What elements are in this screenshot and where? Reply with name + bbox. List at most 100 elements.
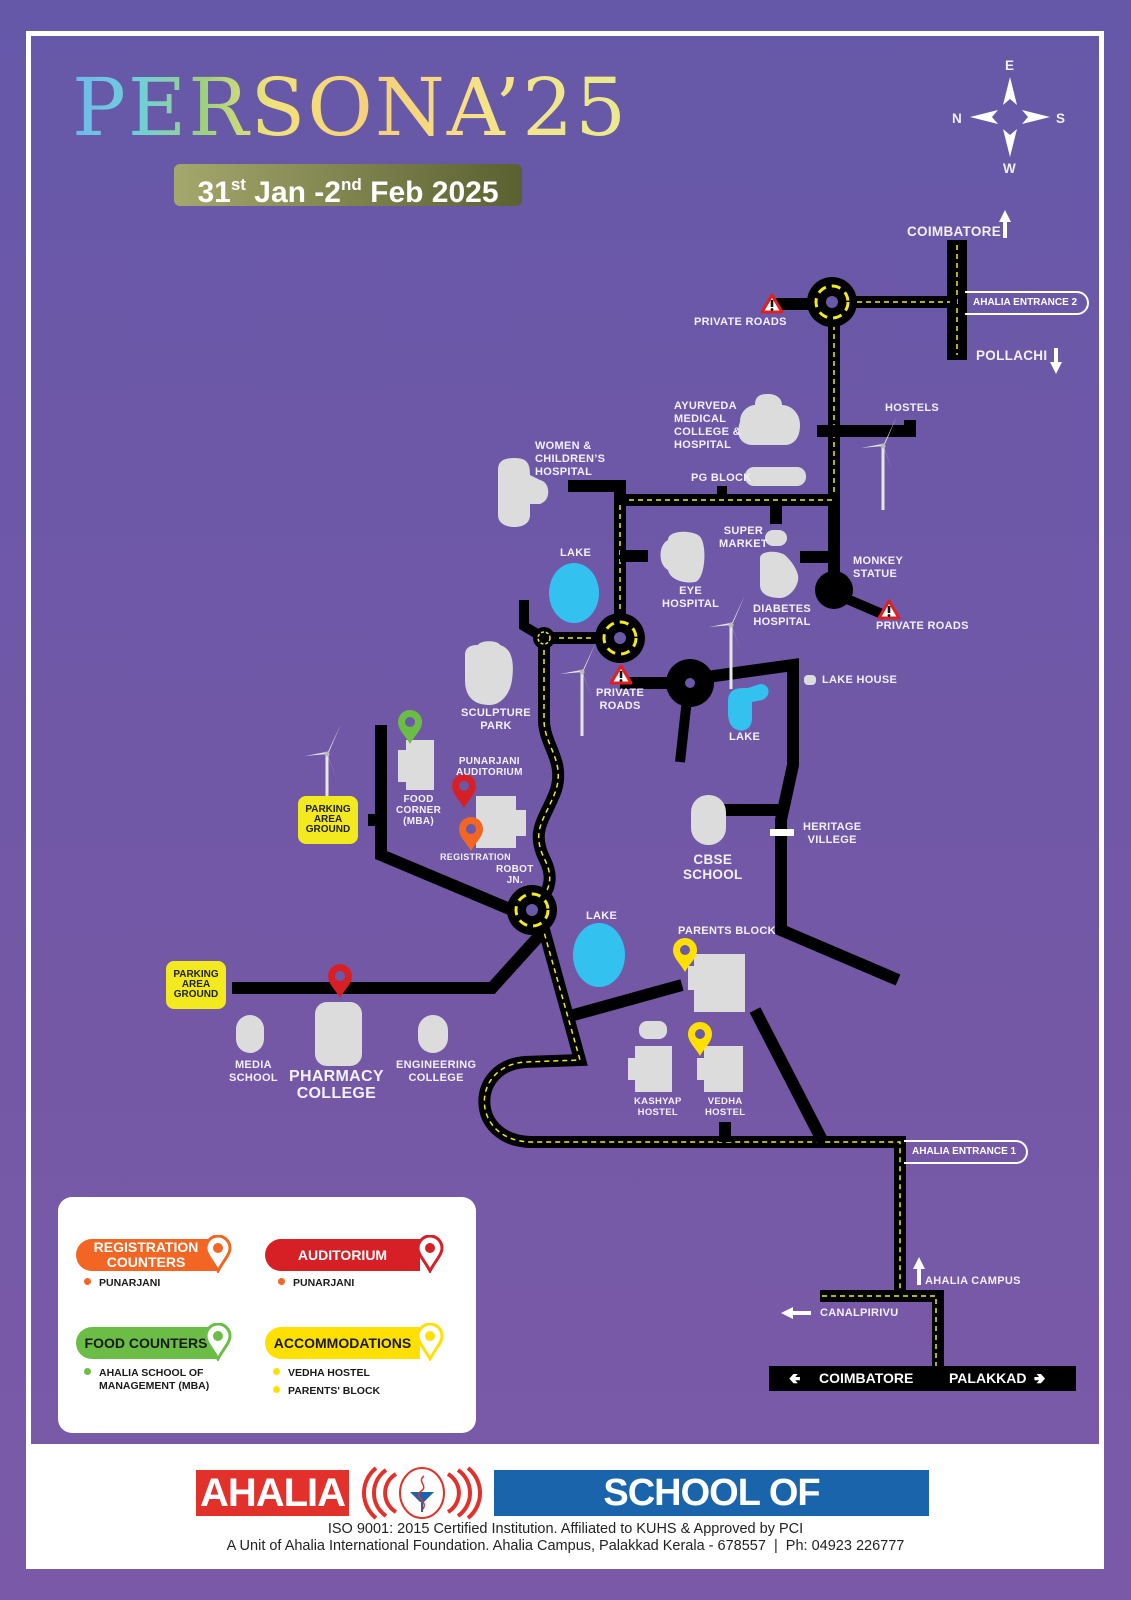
lake-south xyxy=(573,923,625,987)
building-cbse-school xyxy=(691,795,726,845)
food-pin-icon[interactable] xyxy=(398,710,422,744)
label-kashyap-hostel: KASHYAP HOSTEL xyxy=(634,1096,682,1118)
label-ahalia-campus: AHALIA CAMPUS xyxy=(925,1275,1021,1287)
label-sculpture-park: SCULPTURE PARK xyxy=(461,707,531,732)
legend-panel: REGISTRATION COUNTERS PUNARJANI AUDITORI… xyxy=(58,1197,476,1433)
building-womens-hospital xyxy=(498,458,549,527)
arrow-up-icon xyxy=(913,1257,925,1285)
brand-ahalia: AHALIA xyxy=(196,1470,349,1516)
roads xyxy=(232,240,967,1366)
ahalia-logo-icon xyxy=(362,1466,482,1520)
building-super-market xyxy=(765,530,787,546)
label-pharmacy-college: PHARMACY COLLEGE xyxy=(289,1068,384,1102)
entrance-2-sign: AHALIA ENTRANCE 2 xyxy=(965,291,1090,315)
roundabout-lake xyxy=(593,611,647,665)
label-parents-block: PARENTS BLOCK xyxy=(678,925,776,937)
bullet-icon xyxy=(273,1368,280,1375)
label-cbse-school: CBSE SCHOOL xyxy=(683,852,743,882)
date-start-day: 31 xyxy=(197,176,231,209)
legend-auditorium: AUDITORIUM xyxy=(265,1239,420,1271)
arrows xyxy=(781,210,1062,1319)
legend-entry: AHALIA SCHOOL OF MANAGEMENT (MBA) xyxy=(84,1367,209,1393)
compass-east: E xyxy=(1005,58,1015,73)
buildings xyxy=(236,394,816,1092)
label-super-market: SUPER MARKET xyxy=(719,525,768,550)
footer-accreditation: ISO 9001: 2015 Certified Institution. Af… xyxy=(327,1521,804,1537)
legend-entry: PUNARJANI xyxy=(84,1277,160,1290)
compass-south: S xyxy=(1056,111,1066,126)
building-ayurveda xyxy=(738,394,800,445)
bullet-icon xyxy=(278,1278,285,1285)
label-registration: REGISTRATION xyxy=(440,852,511,862)
legend-food-counters: FOOD COUNTERS xyxy=(76,1327,216,1359)
building-vedha-hostel xyxy=(697,1046,743,1092)
label-private-roads: PRIVATE ROADS xyxy=(694,316,787,328)
map-frame xyxy=(26,31,1104,1449)
auditorium-pin-icon[interactable] xyxy=(452,774,476,808)
arrow-up-icon xyxy=(999,210,1011,238)
building-punarjani-auditorium xyxy=(476,796,526,848)
bullet-icon xyxy=(273,1386,280,1393)
label-private-roads: PRIVATE ROADS xyxy=(876,620,969,632)
label-lake: LAKE xyxy=(560,547,592,559)
legend-entry: VEDHA HOSTEL xyxy=(273,1367,370,1380)
main-road-sign: 🢀 COIMBATORE PALAKKAD 🢂 xyxy=(769,1366,1076,1391)
building-media-school xyxy=(236,1015,264,1053)
label-diabetes-hospital: DIABETES HOSPITAL xyxy=(753,603,812,628)
registration-pin-icon xyxy=(204,1235,232,1273)
label-food-corner: FOOD CORNER (MBA) xyxy=(396,794,442,827)
building-food-corner xyxy=(398,740,434,790)
lake-east xyxy=(728,684,769,731)
date-end: Feb 2025 xyxy=(370,176,499,209)
event-title: PERSONA’25 xyxy=(72,61,629,154)
building-diabetes-hospital xyxy=(760,551,799,598)
label-canalpirivu: CANALPIRIVU xyxy=(820,1307,899,1319)
label-lake-house: LAKE HOUSE xyxy=(822,674,898,686)
building-engineering-college xyxy=(418,1015,448,1053)
legend-registration: REGISTRATION COUNTERS xyxy=(76,1239,216,1271)
arrow-left-icon: 🢀 xyxy=(789,1370,801,1386)
building-eye-hospital xyxy=(660,531,705,583)
roundabout-north xyxy=(805,275,859,329)
label-eye-hospital: EYE HOSPITAL xyxy=(662,585,720,610)
compass-rose xyxy=(970,77,1050,157)
label-coimbatore-south: COIMBATORE xyxy=(819,1370,914,1386)
label-ayurveda: AYURVEDA MEDICAL COLLEGE & HOSPITAL xyxy=(674,400,741,451)
entrance-1-sign: AHALIA ENTRANCE 1 xyxy=(904,1140,1029,1164)
label-pollachi: POLLACHI xyxy=(976,348,1048,363)
auditorium-pin-icon xyxy=(416,1235,444,1273)
label-pg-block: PG BLOCK xyxy=(691,472,752,484)
compass-north: N xyxy=(952,111,963,126)
label-lake: LAKE xyxy=(729,731,761,743)
junction-small xyxy=(533,627,555,649)
parking-area-1: PARKING AREA GROUND xyxy=(298,796,358,844)
building-kashyap-hostel xyxy=(628,1046,672,1092)
brand-school-of-pharmacy: SCHOOL OF PHARMACY xyxy=(494,1470,929,1560)
footer-address: A Unit of Ahalia International Foundatio… xyxy=(226,1538,905,1554)
label-lake: LAKE xyxy=(586,910,618,922)
wind-turbine-icon xyxy=(558,640,598,738)
accommodation-pin-icon xyxy=(416,1323,444,1361)
lakes xyxy=(549,563,769,987)
label-robot-jn: ROBOT JN. xyxy=(496,864,534,886)
compass-west: W xyxy=(1003,161,1017,176)
label-hostels: HOSTELS xyxy=(885,402,940,414)
event-date-badge: 31st Jan -2nd Feb 2025 xyxy=(174,164,522,209)
warning-icon xyxy=(609,664,633,685)
roundabout-robot-jn xyxy=(505,883,559,937)
legend-accommodations: ACCOMMODATIONS xyxy=(265,1327,420,1359)
building-pharmacy-college xyxy=(315,1002,362,1066)
label-private-roads: PRIVATE ROADS xyxy=(596,687,645,712)
label-coimbatore-north: COIMBATORE xyxy=(907,224,1001,239)
arrow-down-icon xyxy=(1050,348,1062,374)
label-womens-hospital: WOMEN & CHILDREN’S HOSPITAL xyxy=(535,440,606,478)
date-end-suffix: nd xyxy=(341,175,362,194)
building-kashyap-annex xyxy=(639,1021,667,1039)
arrow-left-icon xyxy=(781,1307,811,1319)
parking-area-2: PARKING AREA GROUND xyxy=(166,961,226,1009)
label-punarjani-auditorium: PUNARJANI AUDITORIUM xyxy=(456,756,523,778)
label-vedha-hostel: VEDHA HOSTEL xyxy=(705,1096,746,1118)
building-pg-block xyxy=(745,467,806,486)
label-heritage-village: HERITAGE VILLEGE xyxy=(803,821,862,846)
building-parents-block xyxy=(688,954,745,1012)
